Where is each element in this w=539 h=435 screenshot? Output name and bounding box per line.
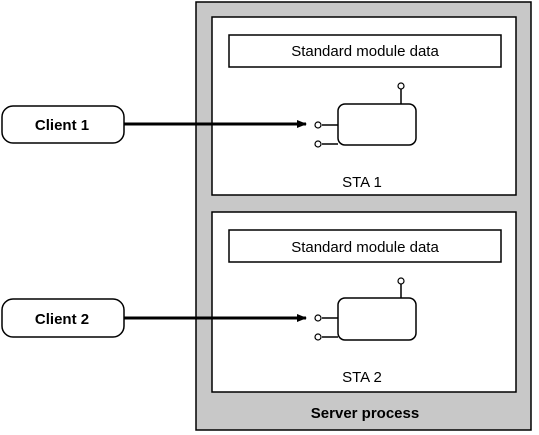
client-2: Client 2 bbox=[1, 298, 307, 338]
module-data-box bbox=[228, 229, 502, 263]
interface-lollipop bbox=[314, 333, 322, 341]
com-object-box bbox=[337, 297, 417, 341]
client-1: Client 1 bbox=[1, 105, 307, 144]
server-process-label: Server process bbox=[311, 405, 419, 422]
module-data-label: Standard module data bbox=[291, 239, 439, 256]
client-label: Client 2 bbox=[35, 311, 89, 328]
sta-label: STA 1 bbox=[342, 174, 382, 191]
com-object-box bbox=[337, 103, 417, 146]
module-data-label: Standard module data bbox=[291, 43, 439, 60]
sta-label: STA 2 bbox=[342, 369, 382, 386]
iunknown-lollipop bbox=[397, 82, 405, 90]
apartment-sta-1: Standard module data STA 1 bbox=[211, 16, 517, 196]
apartment-sta-2: Standard module data STA 2 bbox=[211, 211, 517, 393]
interface-lollipop bbox=[314, 121, 322, 129]
com-object bbox=[314, 277, 417, 341]
interface-lollipop bbox=[314, 140, 322, 148]
module-data-box bbox=[228, 34, 502, 68]
interface-lollipop bbox=[314, 314, 322, 322]
iunknown-lollipop bbox=[397, 277, 405, 285]
client-label: Client 1 bbox=[35, 117, 89, 134]
com-object bbox=[314, 82, 417, 148]
